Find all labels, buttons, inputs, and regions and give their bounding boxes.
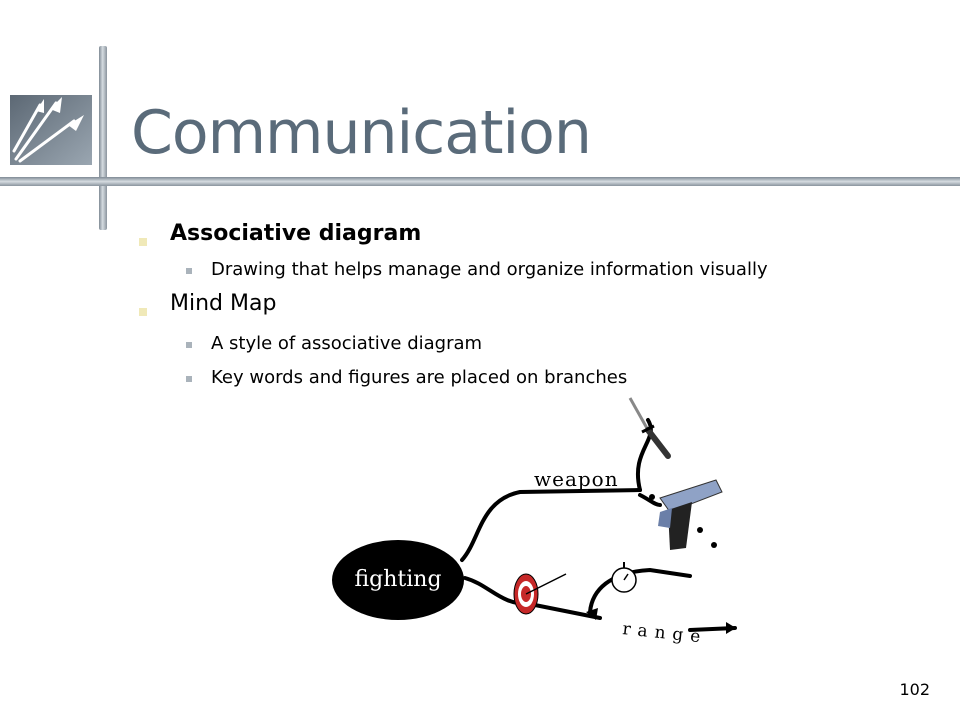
knife-icon bbox=[628, 397, 671, 459]
weapon-branch-line bbox=[460, 488, 642, 562]
sub-bullet-marker bbox=[186, 376, 192, 382]
darts-logo-icon bbox=[10, 95, 92, 165]
title-underline-bar bbox=[0, 177, 960, 186]
target-icon bbox=[513, 573, 567, 615]
sub-bullet-marker bbox=[186, 268, 192, 274]
stopwatch-icon bbox=[611, 562, 637, 593]
branch-label-weapon: weapon bbox=[534, 467, 619, 491]
stopwatch-branch-line bbox=[588, 567, 692, 614]
sub-bullet-style: A style of associative diagram bbox=[211, 333, 483, 354]
bullet-marker bbox=[139, 238, 147, 246]
sub-bullet-marker bbox=[186, 342, 192, 348]
sub-bullet-keywords: Key words and figures are placed on bran… bbox=[211, 367, 628, 388]
bullet-item-mind-map: Mind Map bbox=[170, 291, 277, 316]
page-number: 102 bbox=[899, 680, 930, 699]
central-node-label: fighting bbox=[354, 567, 441, 592]
sub-bullet-drawing: Drawing that helps manage and organize i… bbox=[211, 259, 768, 280]
vertical-accent-bar bbox=[99, 46, 107, 230]
slide-title: Communication bbox=[131, 98, 592, 168]
mind-map-diagram: fighting weapon range bbox=[332, 397, 737, 648]
branch-label-range: range bbox=[621, 619, 708, 648]
bullet-marker bbox=[139, 308, 147, 316]
gun-branch-line bbox=[638, 493, 662, 507]
knife-branch-line bbox=[636, 418, 653, 492]
central-node-ellipse bbox=[332, 540, 464, 620]
bullet-item-associative-diagram: Associative diagram bbox=[170, 221, 422, 246]
pistol-icon bbox=[649, 479, 723, 550]
